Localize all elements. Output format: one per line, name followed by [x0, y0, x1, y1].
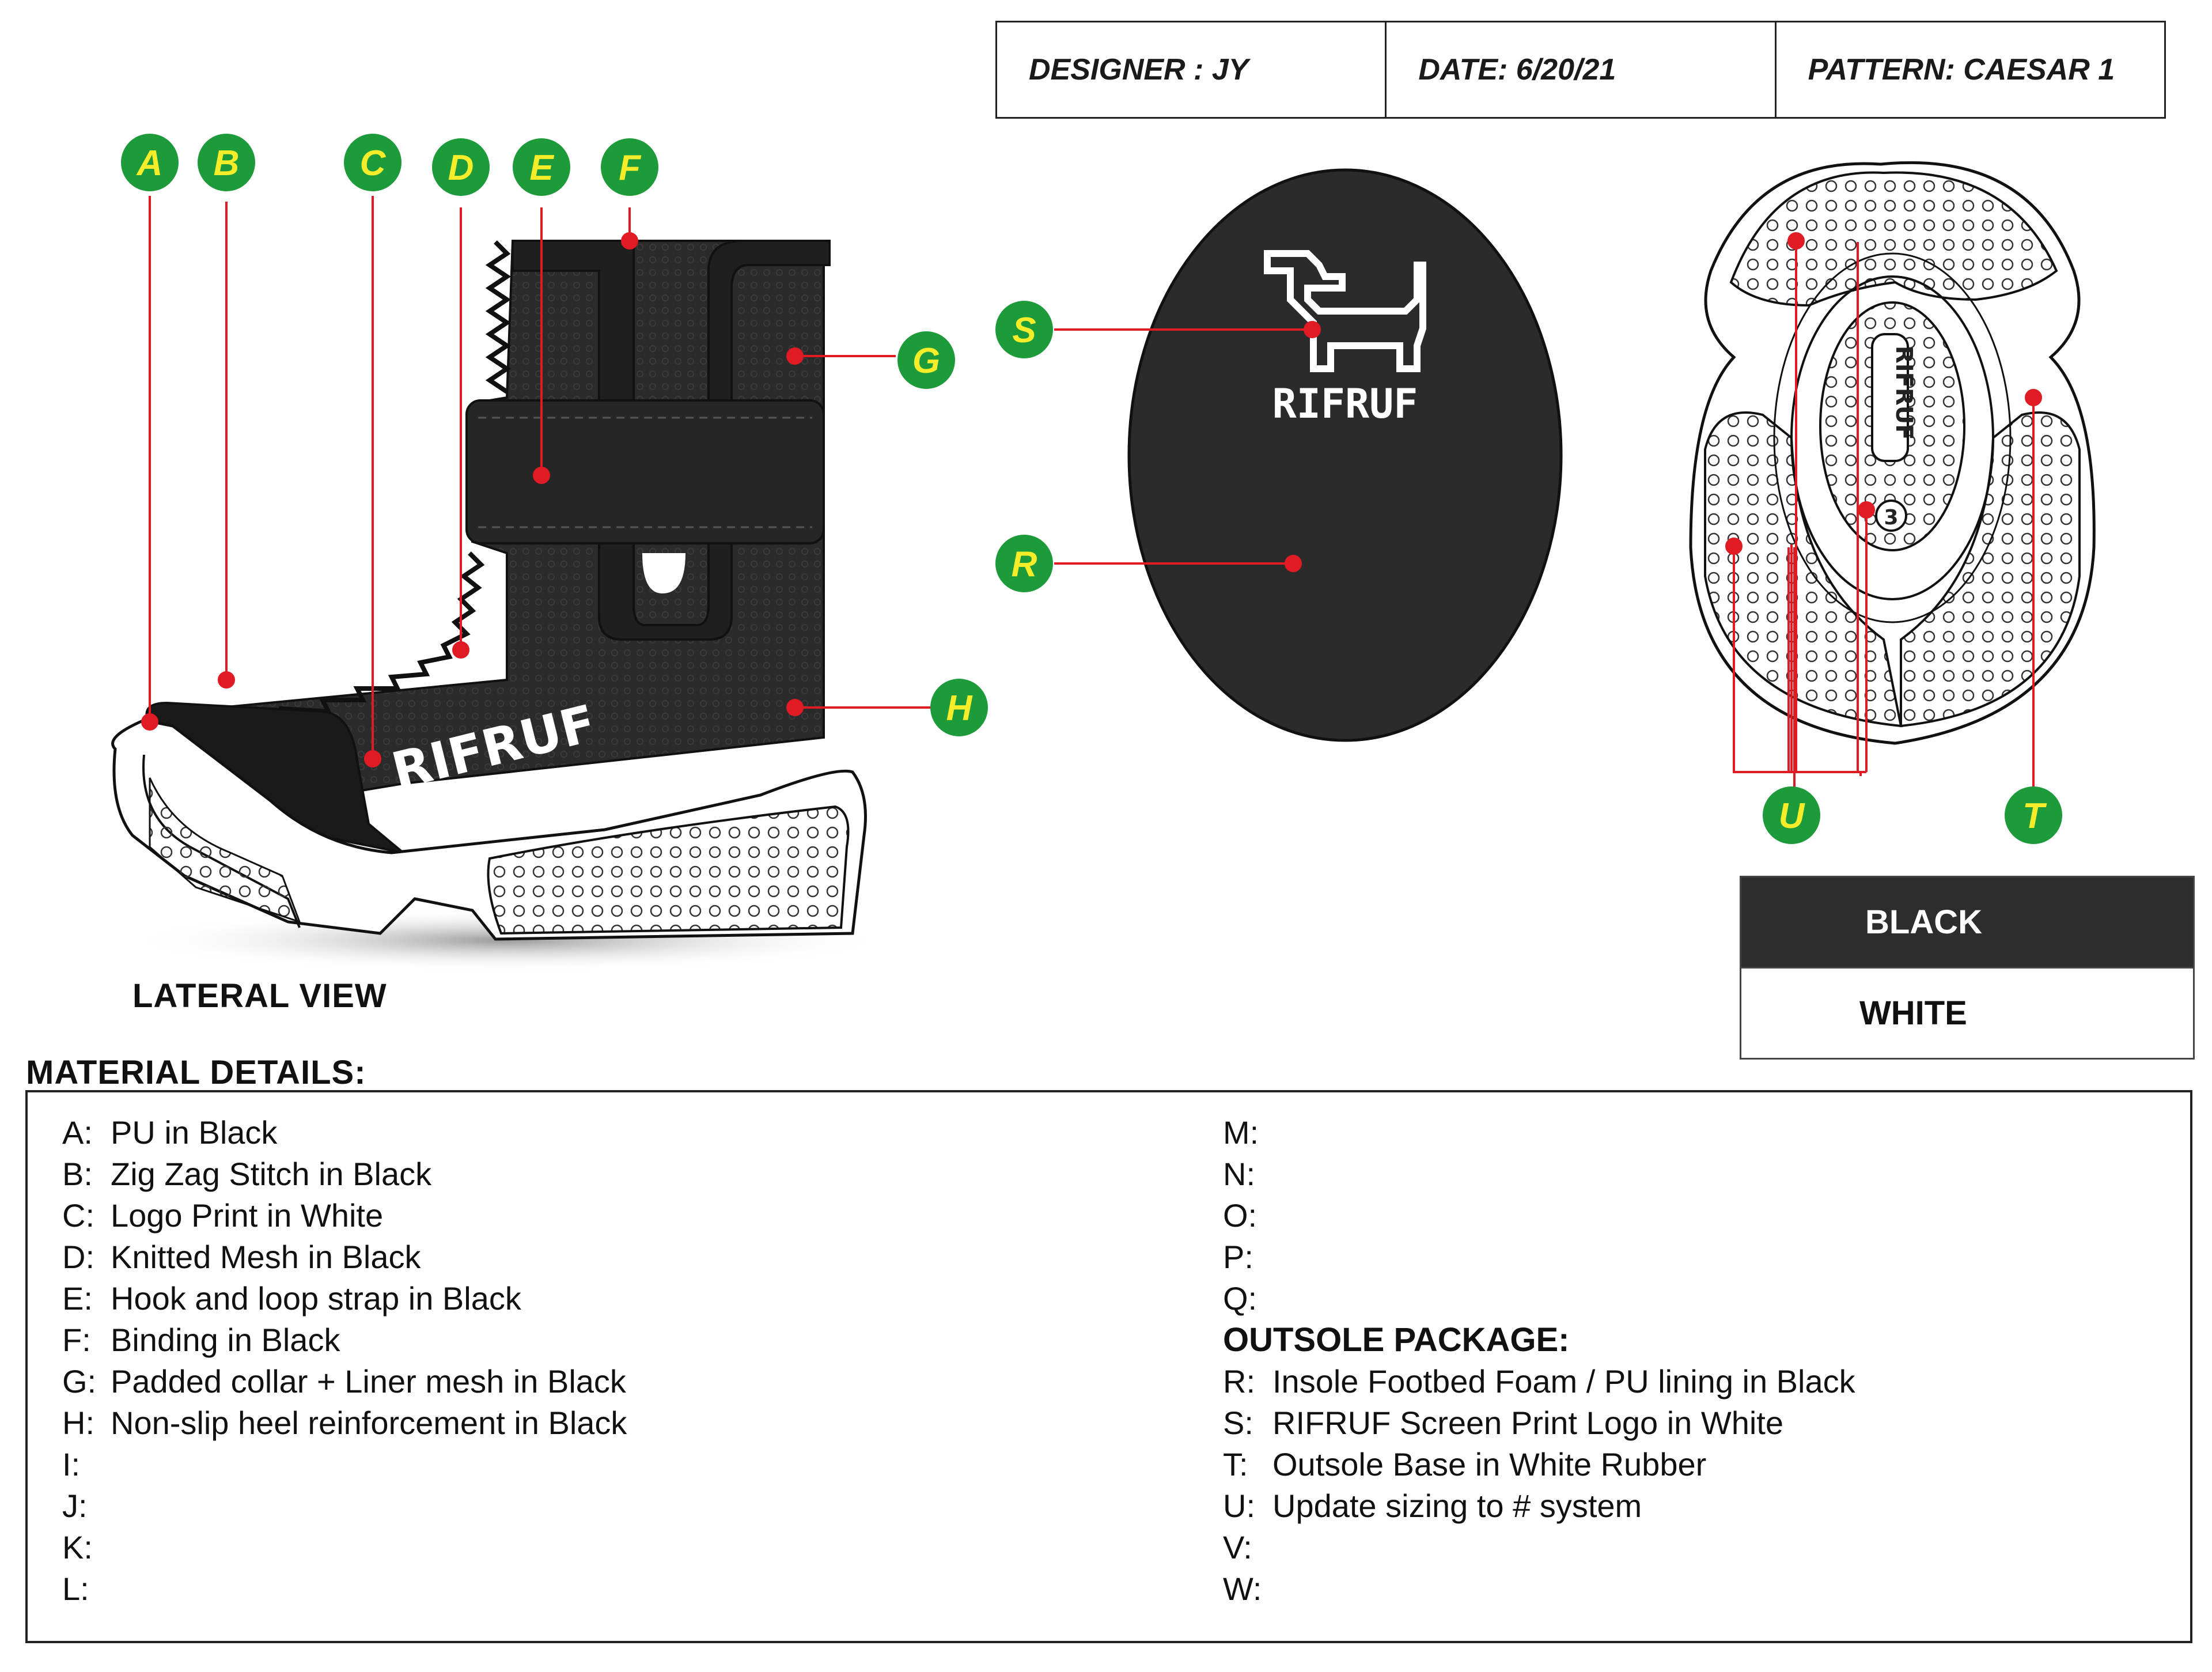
- lateral-view-label: LATERAL VIEW: [132, 977, 387, 1015]
- svg-text:C: C: [360, 143, 387, 183]
- technical-drawing: RIFRUF RIFRUF RIFRUF 3: [111, 134, 2096, 972]
- pattern-field: PATTERN: CAESAR 1: [1808, 53, 2115, 86]
- svg-text:D: D: [448, 148, 474, 188]
- material-item-G: G:Padded collar + Liner mesh in Black: [62, 1363, 626, 1399]
- material-item-P: P:: [1223, 1239, 1253, 1275]
- svg-text:T: T: [2022, 796, 2047, 836]
- outsole-view: RIFRUF 3: [1689, 161, 2096, 745]
- material-list-left: A:PU in Black B:Zig Zag Stitch in Black …: [62, 1112, 1185, 1610]
- insole-logo: RIFRUF: [1272, 380, 1418, 428]
- outsole-package-title: OUTSOLE PACKAGE:: [1223, 1321, 1570, 1359]
- svg-text:F: F: [619, 148, 642, 188]
- material-details-box: A:PU in Black B:Zig Zag Stitch in Black …: [25, 1090, 2192, 1643]
- material-item-O: O:: [1223, 1197, 1257, 1234]
- svg-text:R: R: [1012, 544, 1037, 584]
- lateral-view-shoe: RIFRUF: [111, 240, 887, 972]
- material-item-B: B:Zig Zag Stitch in Black: [62, 1156, 432, 1192]
- material-item-A: A:PU in Black: [62, 1114, 278, 1151]
- callout-R: R: [995, 535, 1053, 592]
- material-item-C: C:Logo Print in White: [62, 1197, 384, 1234]
- svg-text:B: B: [214, 143, 240, 183]
- swatch-black: BLACK: [1741, 877, 2193, 967]
- callout-T: T: [2005, 786, 2062, 844]
- material-item-D: D:Knitted Mesh in Black: [62, 1239, 421, 1275]
- callout-G: G: [897, 331, 955, 389]
- outsole-logo: RIFRUF: [1891, 346, 1917, 440]
- material-item-E: E:Hook and loop strap in Black: [62, 1280, 521, 1317]
- insole-footbed: RIFRUF: [1127, 168, 1563, 742]
- material-item-M: M:: [1223, 1114, 1259, 1151]
- callout-E: E: [513, 138, 570, 196]
- svg-text:S: S: [1012, 311, 1036, 350]
- color-swatch-table: BLACK WHITE: [1740, 876, 2195, 1060]
- material-item-U: U:Update sizing to # system: [1223, 1488, 1642, 1524]
- callout-A: A: [121, 134, 179, 191]
- material-item-W: W:: [1223, 1571, 1262, 1607]
- material-item-F: F:Binding in Black: [62, 1322, 340, 1358]
- callout-U: U: [1763, 786, 1820, 844]
- callout-badges: A B C D E F G H S R U T: [121, 134, 2062, 844]
- callout-C: C: [344, 134, 402, 191]
- swatch-white: WHITE: [1741, 967, 2193, 1058]
- svg-text:A: A: [136, 143, 163, 183]
- callout-S: S: [995, 301, 1053, 358]
- leader-lines: [141, 196, 2042, 795]
- material-item-J: J:: [62, 1488, 88, 1524]
- material-item-K: K:: [62, 1529, 93, 1565]
- material-item-R: R:Insole Footbed Foam / PU lining in Bla…: [1223, 1363, 1855, 1399]
- callout-B: B: [198, 134, 255, 191]
- material-item-V: V:: [1223, 1529, 1252, 1565]
- callout-H: H: [930, 679, 988, 736]
- material-item-L: L:: [62, 1571, 89, 1607]
- material-item-H: H:Non-slip heel reinforcement in Black: [62, 1405, 627, 1441]
- material-item-N: N:: [1223, 1156, 1255, 1192]
- svg-text:G: G: [912, 341, 940, 381]
- spec-header: DESIGNER : JY DATE: 6/20/21 PATTERN: CAE…: [995, 21, 2166, 119]
- material-item-S: S:RIFRUF Screen Print Logo in White: [1223, 1405, 1783, 1441]
- material-list-right: M: N: O: P: Q: OUTSOLE PACKAGE: R:Insole…: [1223, 1112, 2173, 1610]
- svg-text:H: H: [946, 689, 973, 728]
- svg-text:3: 3: [1884, 506, 1898, 529]
- svg-text:E: E: [529, 148, 554, 188]
- material-item-T: T:Outsole Base in White Rubber: [1223, 1446, 1707, 1482]
- svg-text:U: U: [1779, 796, 1806, 836]
- material-item-Q: Q:: [1223, 1280, 1257, 1317]
- date-field: DATE: 6/20/21: [1387, 22, 1777, 117]
- designer-field: DESIGNER : JY: [997, 22, 1387, 117]
- callout-F: F: [601, 138, 658, 196]
- material-item-I: I:: [62, 1446, 81, 1482]
- material-details-title: MATERIAL DETAILS:: [26, 1054, 366, 1091]
- callout-D: D: [432, 138, 490, 196]
